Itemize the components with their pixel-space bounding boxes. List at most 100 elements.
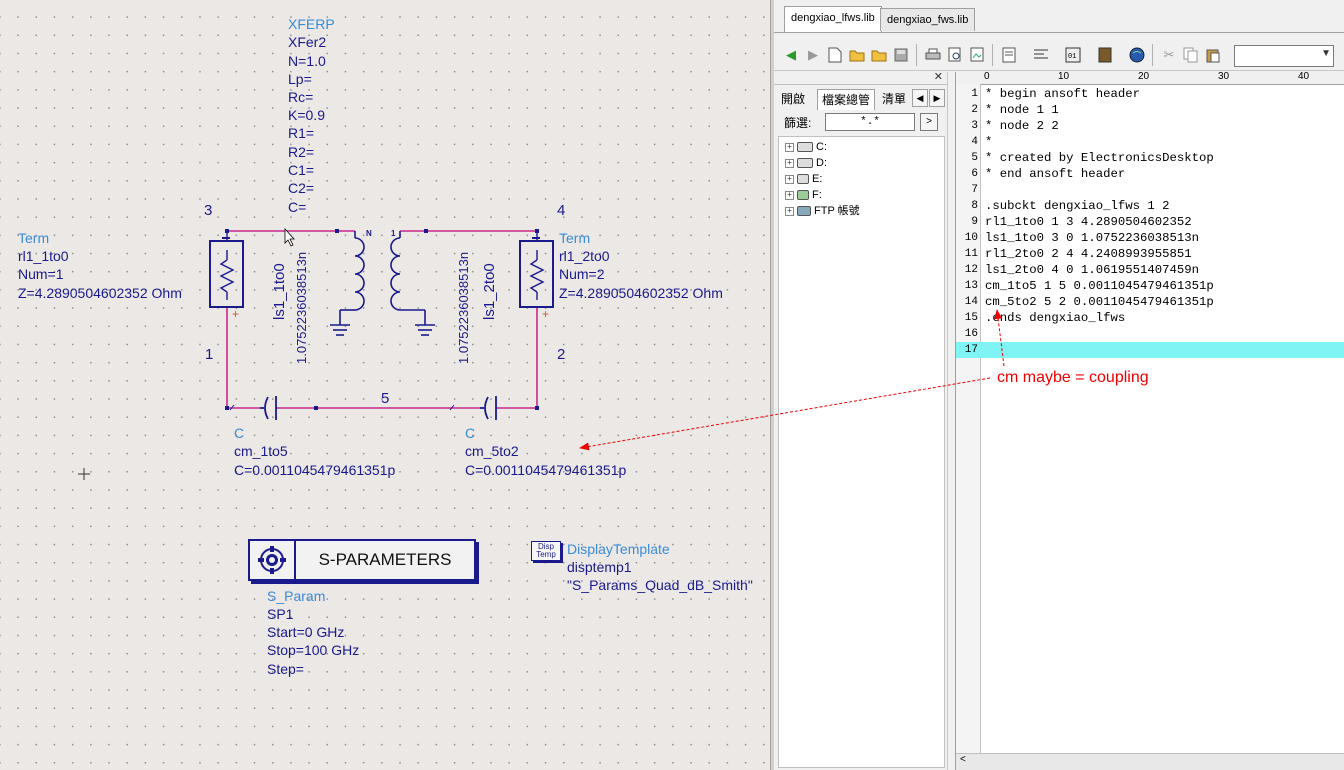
s-parameters-block[interactable]: S-PARAMETERS [248, 539, 476, 581]
schematic-canvas[interactable]: + + N 1 [0, 0, 770, 770]
sparam-name[interactable]: SP1 [267, 606, 294, 622]
image-icon[interactable] [968, 46, 986, 64]
annotation-text: cm maybe = coupling [997, 369, 1149, 386]
cap2-type: C [465, 425, 476, 441]
line-number: 16 [964, 328, 978, 340]
tree-item-d[interactable]: + D: [785, 155, 827, 171]
tab-file-explorer[interactable]: 檔案總管 [817, 89, 876, 110]
print-icon[interactable] [924, 46, 942, 64]
xfer-param[interactable]: C2= [288, 180, 315, 196]
filter-go-button[interactable]: > [920, 113, 938, 131]
line-number: 9 [971, 216, 978, 228]
horizontal-scrollbar[interactable]: < [956, 753, 1344, 770]
expand-icon[interactable]: + [785, 174, 794, 184]
xfer-param[interactable]: N=1.0 [288, 53, 326, 69]
cap2-name[interactable]: cm_5to2 [465, 443, 519, 459]
expand-icon[interactable]: + [785, 142, 794, 152]
code-line[interactable]: 4* [956, 134, 1344, 150]
back-arrow-icon[interactable]: ◀ [786, 47, 796, 62]
xfer-param[interactable]: Rc= [288, 89, 314, 105]
expand-icon[interactable]: + [785, 206, 794, 216]
open-folder-icon[interactable] [870, 46, 888, 64]
term1-name[interactable]: rl1_1to0 [18, 248, 69, 264]
code-line[interactable]: 3* node 2 2 [956, 118, 1344, 134]
xfer-param[interactable]: C1= [288, 162, 315, 178]
xfer-param[interactable]: Lp= [288, 71, 312, 87]
tab-list[interactable]: 清單 [882, 92, 907, 106]
coil2-name[interactable]: ls1_2to0 [481, 263, 498, 320]
xfer-param[interactable]: R1= [288, 125, 315, 141]
disp-template-value[interactable]: "S_Params_Quad_dB_Smith" [567, 577, 753, 593]
cap2-value[interactable]: C=0.0011045479461351p [465, 462, 627, 478]
term2-num[interactable]: Num=2 [559, 266, 605, 282]
code-line[interactable]: 17 [956, 342, 1344, 358]
xfer-param[interactable]: C= [288, 199, 307, 215]
coil2-value[interactable]: 1.0752236038513n [456, 251, 471, 364]
open-folder-icon[interactable] [848, 46, 866, 64]
code-line[interactable]: 7 [956, 182, 1344, 198]
expand-icon[interactable]: + [785, 158, 794, 168]
code-line[interactable]: 6* end ansoft header [956, 166, 1344, 182]
tree-item-ftp[interactable]: + FTP 帳號 [785, 203, 860, 219]
chevron-right-icon[interactable]: ▶ [929, 89, 945, 107]
disp-name[interactable]: disptemp1 [567, 559, 632, 575]
copy-icon[interactable] [1182, 46, 1200, 64]
print-preview-icon[interactable] [946, 46, 964, 64]
book-icon[interactable] [1096, 46, 1114, 64]
code-line[interactable]: 1* begin ansoft header [956, 86, 1344, 102]
code-text: ls1_2to0 4 0 1.0619551407459n [985, 263, 1200, 277]
tree-item-f[interactable]: + F: [785, 187, 822, 203]
sparam-start[interactable]: Start=0 GHz [267, 624, 345, 640]
binary-icon[interactable]: 01 [1064, 46, 1082, 64]
cap1-name[interactable]: cm_1to5 [234, 443, 288, 459]
scroll-left-icon[interactable]: < [960, 754, 966, 765]
xfer-param[interactable]: R2= [288, 144, 315, 160]
line-number: 1 [971, 88, 978, 100]
chevron-left-icon[interactable]: ◀ [912, 89, 928, 107]
tree-item-e[interactable]: + E: [785, 171, 822, 187]
xfer-name[interactable]: XFer2 [288, 34, 327, 50]
term1-impedance[interactable]: Z=4.2890504602352 Ohm [18, 285, 182, 301]
sparam-stop[interactable]: Stop=100 GHz [267, 642, 360, 658]
tab-dengxiao-lfws[interactable]: dengxiao_lfws.lib [784, 6, 882, 32]
text-doc-icon[interactable] [1000, 46, 1018, 64]
tab-dengxiao-fws[interactable]: dengxiao_fws.lib [880, 8, 976, 31]
save-icon[interactable] [892, 46, 910, 64]
align-icon[interactable] [1032, 46, 1050, 64]
term2-name[interactable]: rl1_2to0 [559, 248, 610, 264]
code-line[interactable]: 5* created by ElectronicsDesktop [956, 150, 1344, 166]
code-line[interactable]: 15.ends dengxiao_lfws [956, 310, 1344, 326]
close-icon[interactable]: ✕ [933, 71, 943, 83]
cap1-value[interactable]: C=0.0011045479461351p [234, 462, 396, 478]
node-label-1: 1 [205, 346, 214, 363]
paste-icon[interactable] [1204, 46, 1222, 64]
coil1-value[interactable]: 1.0752236038513n [294, 251, 309, 364]
term1-num[interactable]: Num=1 [18, 266, 64, 282]
code-line[interactable]: 16 [956, 326, 1344, 342]
ruler-mark: 0 [984, 71, 990, 82]
expand-icon[interactable]: + [785, 190, 794, 200]
term2-impedance[interactable]: Z=4.2890504602352 Ohm [559, 285, 723, 301]
tree-item-c[interactable]: + C: [785, 139, 827, 155]
new-file-icon[interactable] [826, 46, 844, 64]
globe-icon[interactable] [1128, 46, 1146, 64]
coil1-name[interactable]: ls1_1to0 [271, 263, 288, 320]
cut-icon[interactable]: ✂ [1163, 47, 1175, 62]
code-line[interactable]: 2* node 1 1 [956, 102, 1344, 118]
display-template-icon[interactable]: Disp Temp [531, 541, 561, 561]
xfer-param[interactable]: K=0.9 [288, 107, 325, 123]
forward-arrow-icon[interactable]: ▶ [808, 47, 818, 62]
sparam-step[interactable]: Step= [267, 661, 304, 677]
code-line[interactable]: 8.subckt dengxiao_lfws 1 2 [956, 198, 1344, 214]
filter-input[interactable]: *.* [825, 113, 915, 131]
line-number: 2 [971, 104, 978, 116]
tab-open[interactable]: 開啟 [781, 92, 806, 106]
toolbar-dropdown[interactable]: ▼ [1234, 45, 1334, 67]
